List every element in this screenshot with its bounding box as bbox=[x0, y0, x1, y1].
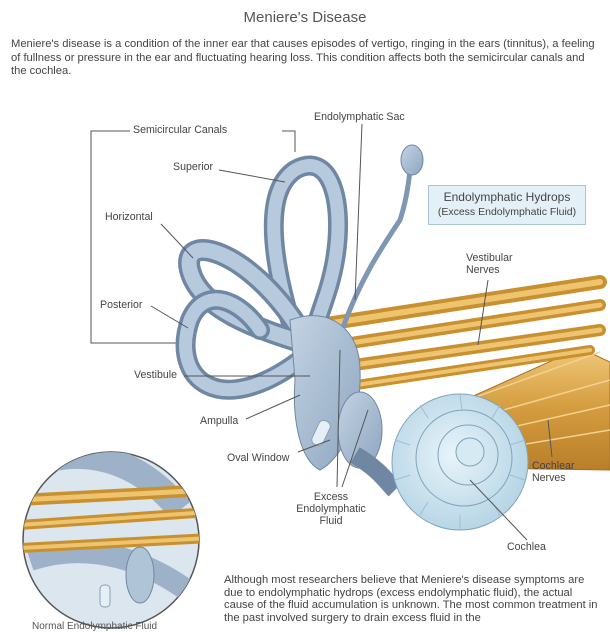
label-vestibule: Vestibule bbox=[134, 369, 177, 381]
intro-paragraph: Meniere's disease is a condition of the … bbox=[11, 38, 595, 78]
endolymphatic-sac bbox=[339, 144, 424, 331]
hydrops-callout: Endolymphatic Hydrops (Excess Endolympha… bbox=[428, 185, 586, 225]
label-cochlear-nerves: Cochlear Nerves bbox=[532, 460, 575, 484]
canals-bracket bbox=[90, 130, 296, 344]
label-ampulla: Ampulla bbox=[200, 415, 239, 427]
bottom-paragraph: Although most researchers believe that M… bbox=[224, 574, 598, 624]
vestibule bbox=[289, 315, 383, 471]
label-superior: Superior bbox=[173, 161, 214, 173]
leader-lines bbox=[150, 123, 553, 541]
inset-caption: Normal Endolymphatic Fluid bbox=[32, 621, 158, 632]
label-oval-window: Oval Window bbox=[227, 452, 290, 464]
cochlea bbox=[350, 393, 529, 531]
label-cochlea: Cochlea bbox=[507, 541, 546, 553]
label-excess-fluid: Excess Endolymphatic Fluid bbox=[296, 491, 366, 527]
hydrops-title: Endolymphatic Hydrops bbox=[443, 190, 571, 204]
normal-fluid-inset bbox=[22, 451, 200, 629]
label-endolymphatic-sac: Endolymphatic Sac bbox=[314, 111, 405, 123]
label-vestibular-nerves: Vestibular Nerves bbox=[466, 252, 513, 276]
label-posterior: Posterior bbox=[100, 299, 143, 311]
label-horizontal: Horizontal bbox=[105, 211, 153, 223]
hydrops-subtitle: (Excess Endolymphatic Fluid) bbox=[437, 206, 577, 218]
label-semicircular-canals: Semicircular Canals bbox=[133, 124, 228, 136]
semicircular-canals bbox=[175, 155, 348, 400]
page-title: Meniere's Disease bbox=[243, 9, 367, 26]
